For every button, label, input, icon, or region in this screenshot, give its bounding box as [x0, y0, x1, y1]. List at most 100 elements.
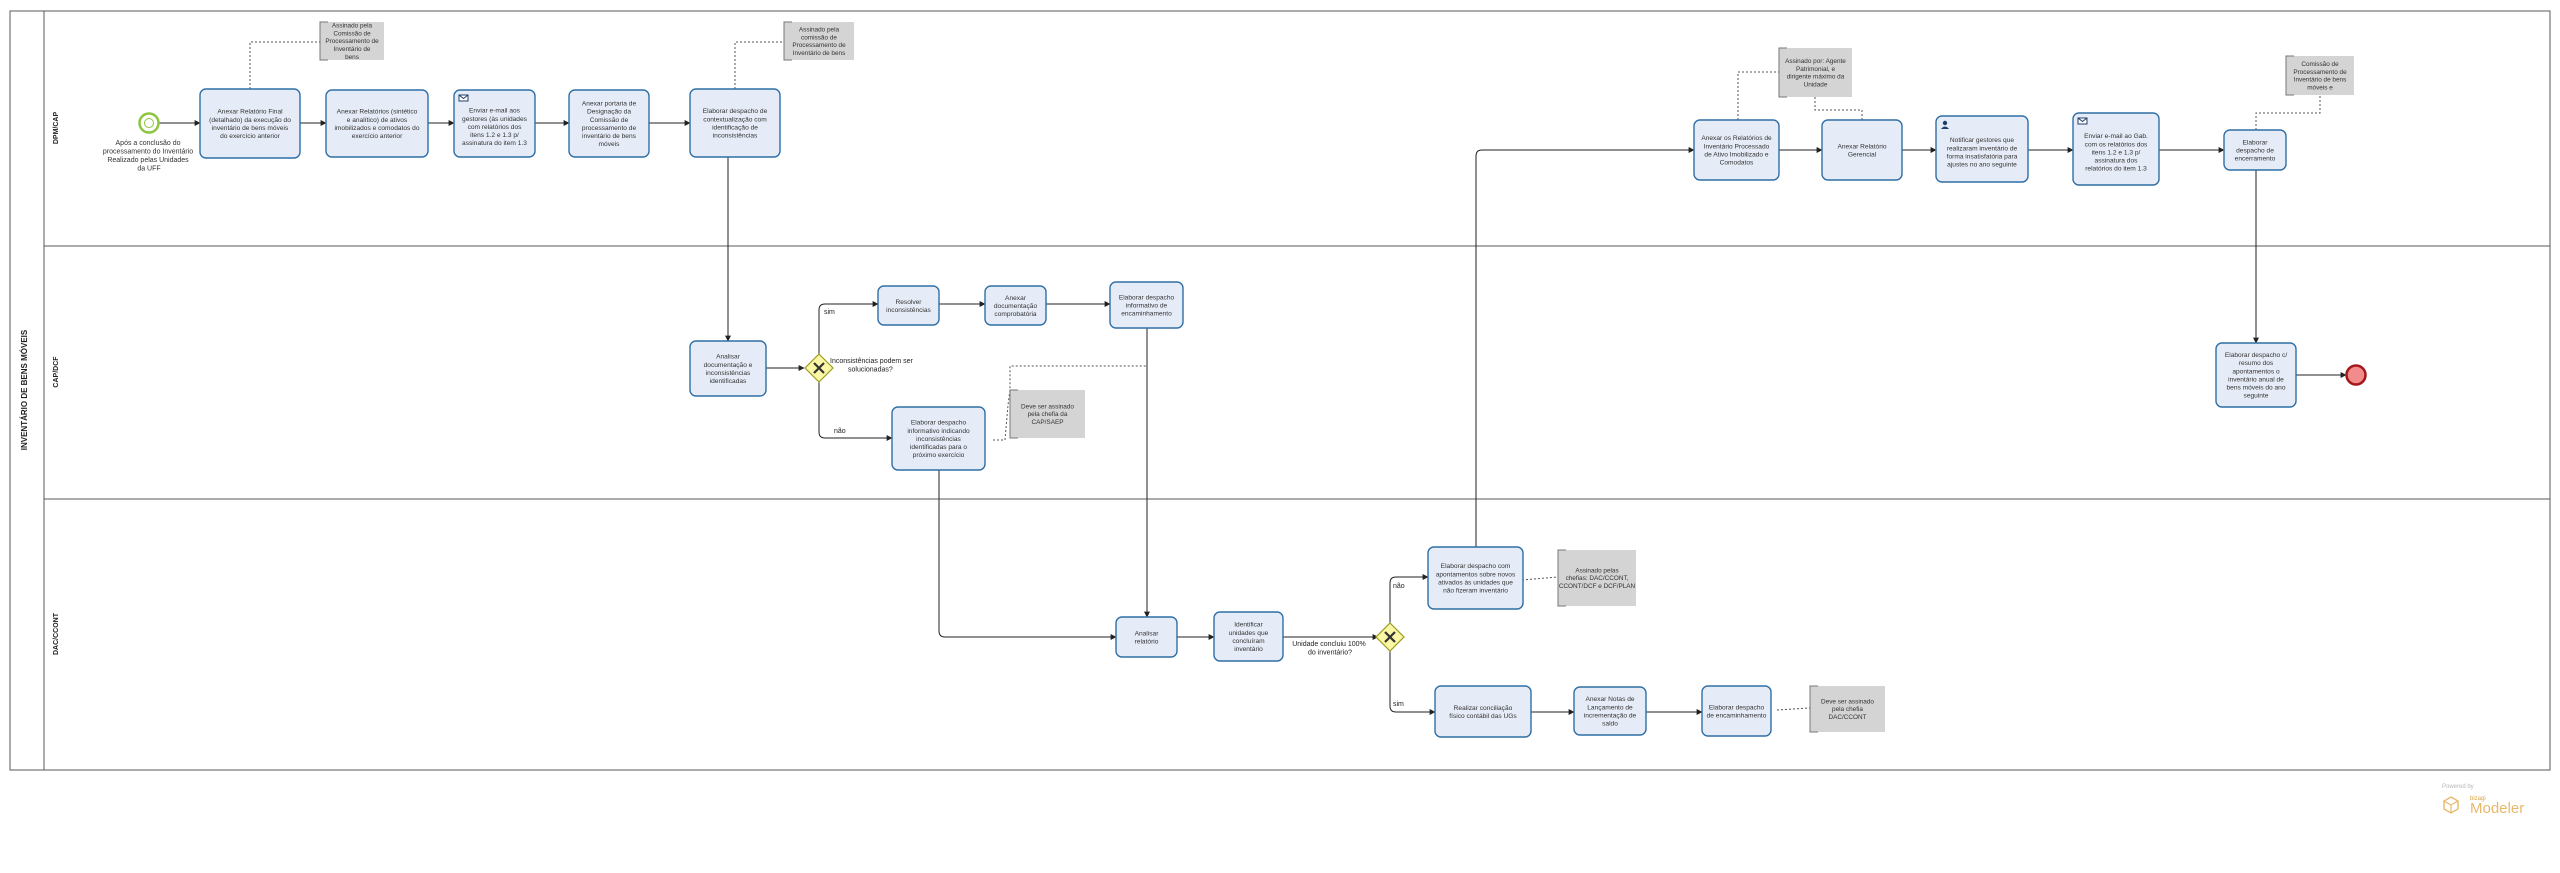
gateway-g2[interactable] — [1375, 622, 1405, 652]
lane-label-dpm: DPM/CAP — [53, 112, 60, 145]
user-icon — [1941, 120, 1949, 129]
flow-g2-t13 — [1389, 574, 1429, 623]
start-event-label: Após a conclusão do processamento do Inv… — [103, 140, 195, 173]
exclusive-x-icon — [1384, 631, 1396, 643]
flow-label-g1-yes: sim — [824, 309, 835, 316]
watermark-product: Modeler — [2470, 800, 2525, 817]
flow-label-g1-no: não — [834, 428, 846, 435]
task-label: Enviar e-mail ao Gab.com os relatórios d… — [2084, 133, 2148, 172]
end-event — [2345, 364, 2367, 386]
gateway-g2-label: Unidade concluiu 100% do inventário? — [1292, 641, 1368, 657]
flow-t10-t11 — [938, 470, 1117, 640]
sequence-flows — [159, 120, 2347, 715]
envelope-icon — [458, 94, 469, 102]
task-t20[interactable]: Enviar e-mail ao Gab.com os relatórios d… — [2072, 112, 2160, 186]
envelope-icon — [2077, 117, 2088, 125]
watermark: Powered by bizagi Modeler — [2438, 784, 2538, 824]
task-t1[interactable]: Anexar Relatório Final(detalhado) da exe… — [199, 88, 301, 159]
gateway-g1[interactable] — [804, 353, 834, 383]
flow-g2-t14 — [1389, 651, 1436, 715]
watermark-brand: bizagi — [2470, 796, 2486, 802]
start-event — [138, 112, 160, 134]
pool-label: INVENTÁRIO DE BENS MÓVEIS — [20, 329, 29, 450]
gateway-g1-label: Inconsistências podem ser solucionadas? — [830, 358, 915, 374]
associations — [249, 41, 2321, 711]
tasks-layer: Anexar Relatório Final(detalhado) da exe… — [199, 88, 2297, 738]
lane-label-cap: CAP/DCF — [53, 356, 60, 388]
flow-t13-t17 — [1475, 147, 1695, 547]
svg-text:Anexar Relatório Final(detalha: Anexar Relatório Final(detalhado) da exe… — [209, 109, 291, 140]
lane-dac: DAC/CCONT — [53, 612, 60, 655]
lane-cap: CAP/DCF — [44, 356, 2550, 500]
flow-label-g2-no: não — [1393, 583, 1405, 590]
lane-label-dac: DAC/CCONT — [53, 612, 60, 655]
lane-dpm: DPM/CAP — [44, 112, 2550, 247]
svg-text:Elaborar despacho c/resumo dos: Elaborar despacho c/resumo dosapontament… — [2225, 352, 2287, 399]
